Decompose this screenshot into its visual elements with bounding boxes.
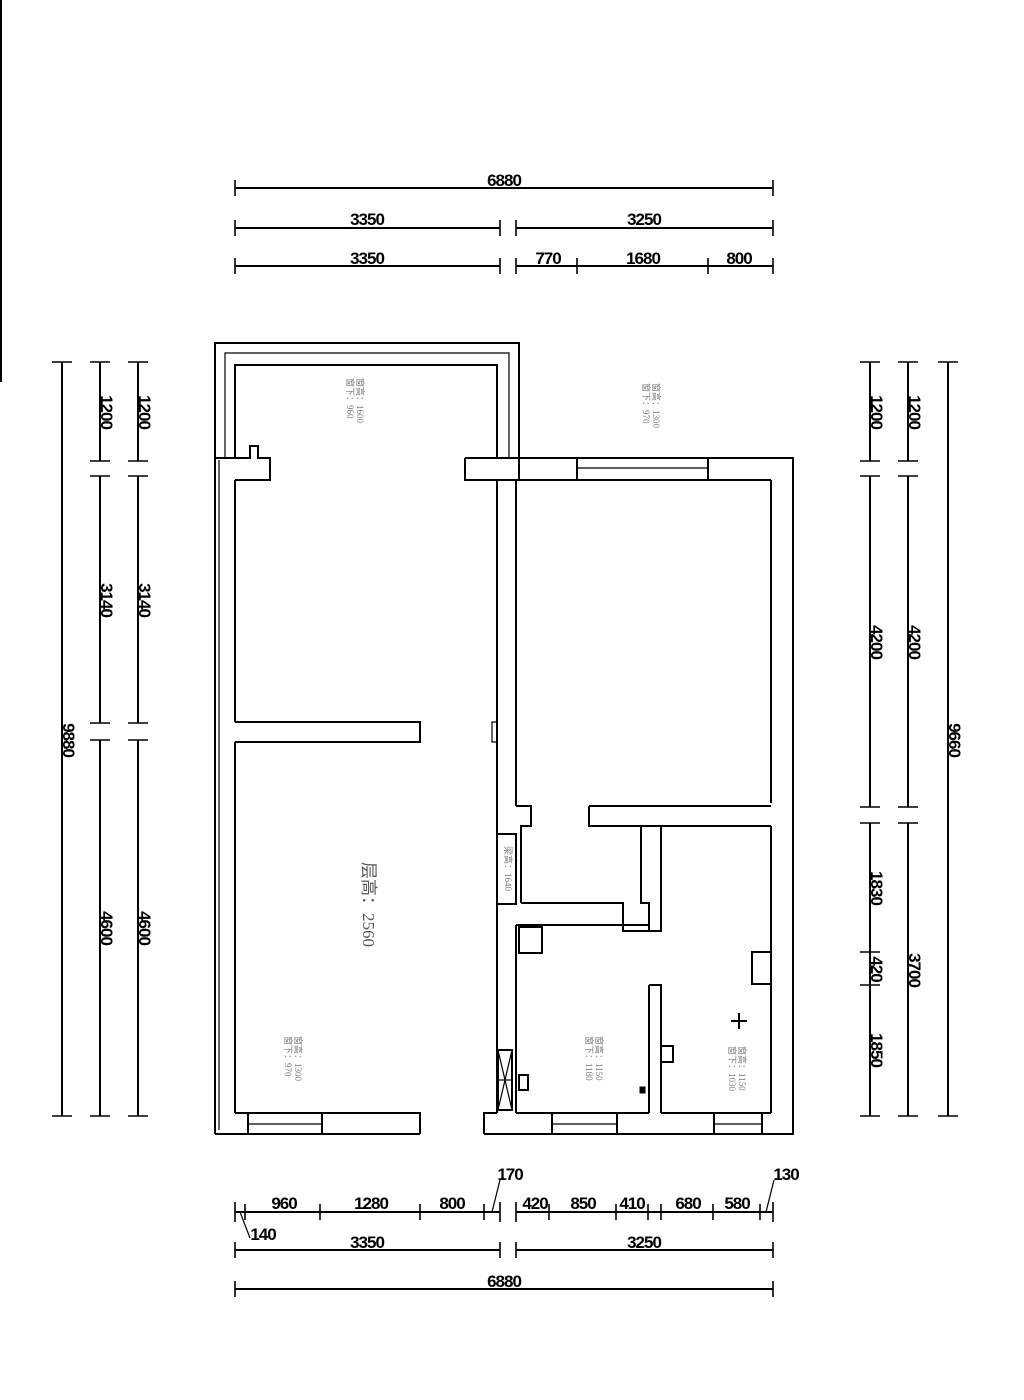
bath-window-sill: 窗下：1030: [727, 1046, 738, 1092]
top-row3-dim-3: 1680: [626, 249, 660, 268]
kitchen-window-sill: 窗下：1180: [584, 1036, 595, 1081]
left-col3-dim-3: 4600: [135, 911, 154, 945]
walls: [214, 342, 794, 1135]
left-col3-dim-1: 1200: [135, 395, 154, 429]
top-dimension-lines: [234, 180, 774, 274]
bottom-seg-dim-7: 410: [619, 1194, 645, 1213]
left-col2-dim-1: 1200: [97, 395, 116, 429]
top-row3-dim-2: 770: [535, 249, 561, 268]
bottom-right-dim: 3250: [627, 1233, 661, 1252]
bottom-seg-dim-1: 960: [271, 1194, 297, 1213]
bottom-seg-dim-8: 680: [675, 1194, 701, 1213]
top-left-dim: 3350: [350, 210, 384, 229]
bottom-seg-dim-4: 170: [497, 1165, 523, 1184]
floor-drain-icon: [731, 1013, 747, 1029]
left-col3-dim-2: 3140: [135, 583, 154, 617]
bottom-seg-dim-3: 800: [439, 1194, 465, 1213]
bottom-seg-dim-10: 130: [773, 1165, 799, 1184]
bottom-offset-dim: 140: [250, 1225, 276, 1244]
bottom-total-dim: 6880: [487, 1272, 521, 1291]
bottom-seg-dim-9: 580: [724, 1194, 750, 1213]
right-col1-dim-5: 1850: [867, 1033, 886, 1067]
door-beam-height: 梁高：1640: [503, 846, 514, 892]
bedroom-window-height: 窗高：1300: [651, 383, 662, 429]
top-row3-dim-1: 3350: [350, 249, 384, 268]
bottom-seg-dim-6: 850: [570, 1194, 596, 1213]
right-col1-dim-4: 420: [867, 956, 886, 982]
balcony-window-height: 窗高：1600: [355, 378, 366, 424]
bottom-seg-dim-5: 420: [522, 1194, 548, 1213]
kitchen-window-height: 窗高：1150: [594, 1036, 605, 1081]
balcony-window-sill: 窗下：960: [345, 378, 356, 419]
bedroom-window-sill: 窗下：970: [641, 383, 652, 424]
right-col1-dim-3: 1830: [867, 871, 886, 905]
right-col1-dim-1: 1200: [867, 395, 886, 429]
right-total-dim: 9660: [945, 723, 964, 757]
right-col1-dim-2: 4200: [867, 625, 886, 659]
top-row3-dim-4: 800: [726, 249, 752, 268]
bottom-dimension-lines: [234, 1179, 775, 1297]
bottom-left-dim: 3350: [350, 1233, 384, 1252]
bottom-seg-dim-2: 1280: [354, 1194, 388, 1213]
left-total-dim: 9880: [59, 723, 78, 757]
top-right-dim: 3250: [627, 210, 661, 229]
living-window-height: 窗高：1300: [293, 1036, 304, 1082]
right-col2-dim-1: 1200: [905, 395, 924, 429]
right-dimension-lines: [860, 361, 958, 1117]
left-col2-dim-3: 4600: [97, 911, 116, 945]
shaft-symbol: [497, 1049, 513, 1111]
right-col2-dim-2: 4200: [905, 625, 924, 659]
left-dimension-lines: [52, 361, 148, 1117]
left-col2-dim-2: 3140: [97, 583, 116, 617]
living-window-sill: 窗下：970: [283, 1036, 294, 1077]
right-col2-dim-3: 3700: [905, 953, 924, 987]
ceiling-height: 层高：2560: [359, 862, 378, 947]
bath-window-height: 窗高：1150: [737, 1046, 748, 1091]
top-total-dim: 6880: [487, 171, 521, 190]
